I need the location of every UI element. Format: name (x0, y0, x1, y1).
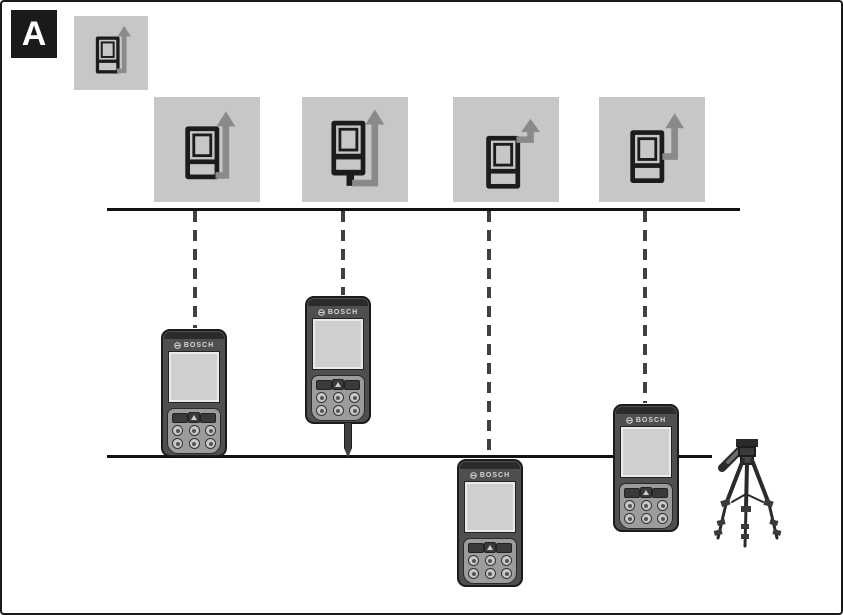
figure-label-box: A (11, 10, 57, 58)
keypad-button (657, 500, 668, 511)
measurement-beam-rear-edge (193, 211, 197, 328)
device-logo: BOSCH (615, 414, 677, 427)
reference-box-rear-edge (154, 97, 260, 202)
measurement-beam-front-edge (487, 211, 491, 454)
device-keypad (463, 538, 517, 584)
brand-label: BOSCH (327, 309, 359, 316)
triangle-up-icon (487, 545, 493, 550)
reference-box-tripod-thread (599, 97, 705, 202)
function-button (344, 379, 360, 390)
keypad-button (188, 425, 200, 436)
measuring-pin (344, 422, 352, 458)
function-button (496, 542, 512, 553)
device-rear-edge-reference-icon (95, 25, 131, 74)
triangle-up-icon (191, 415, 197, 420)
device-logo: BOSCH (307, 306, 369, 319)
keypad-button (349, 405, 360, 416)
function-button (652, 487, 668, 498)
triangle-up-icon (335, 382, 341, 387)
function-button (624, 487, 640, 498)
keypad-button (657, 513, 668, 524)
keypad-button (468, 568, 479, 579)
device-display (621, 427, 671, 477)
measure-button (483, 542, 497, 553)
device-display (169, 352, 219, 402)
measure-button (331, 379, 345, 390)
function-button (200, 412, 216, 423)
device-rear-edge-reference-icon (185, 110, 236, 179)
keypad-button (468, 555, 479, 566)
device-logo: BOSCH (459, 469, 521, 482)
reference-box-front-edge (453, 97, 559, 202)
bosch-anchor-icon (174, 342, 181, 349)
bosch-anchor-icon (626, 417, 633, 424)
laser-measure-tripod-thread: BOSCH (613, 404, 679, 532)
device-display (313, 319, 363, 369)
device-top-band (308, 299, 368, 306)
tripod-icon (713, 439, 782, 548)
keypad-button (316, 405, 327, 416)
keypad-button (316, 392, 327, 403)
keypad-button (172, 425, 183, 436)
keypad-button (640, 500, 652, 511)
measuring-reference-line (107, 455, 712, 458)
legend-box-rear-edge (74, 16, 148, 90)
device-display (465, 482, 515, 532)
keypad-button (349, 392, 360, 403)
keypad-button (501, 555, 512, 566)
laser-measure-front-edge: BOSCH (457, 459, 523, 587)
device-keypad (311, 375, 365, 421)
keypad-button (624, 500, 635, 511)
device-thread-reference-icon (630, 112, 685, 183)
target-reference-line (107, 208, 740, 211)
keypad-button (205, 425, 216, 436)
function-button (316, 379, 332, 390)
measurement-beam-measuring-pin (341, 211, 345, 295)
measure-button (639, 487, 653, 498)
triangle-up-icon (643, 490, 649, 495)
keypad-button (332, 405, 344, 416)
device-keypad (167, 408, 221, 454)
keypad-button (172, 438, 183, 449)
device-logo: BOSCH (163, 339, 225, 352)
bosch-anchor-icon (318, 309, 325, 316)
bosch-anchor-icon (470, 472, 477, 479)
keypad-button (205, 438, 216, 449)
device-top-band (616, 407, 676, 414)
keypad-button (501, 568, 512, 579)
keypad-button (332, 392, 344, 403)
keypad-button (640, 513, 652, 524)
figure-label: A (21, 15, 47, 53)
brand-label: BOSCH (479, 472, 511, 479)
device-measuring-pin-reference-icon (331, 108, 385, 186)
laser-measure-rear-edge: BOSCH (161, 329, 227, 457)
measure-button (187, 412, 201, 423)
tripod (708, 436, 794, 563)
device-keypad (619, 483, 673, 529)
measurement-beam-tripod-thread (643, 211, 647, 403)
brand-label: BOSCH (635, 417, 667, 424)
device-top-band (460, 462, 520, 469)
device-front-edge-reference-icon (486, 118, 540, 189)
keypad-button (188, 438, 200, 449)
reference-box-measuring-pin (302, 97, 408, 202)
keypad-button (484, 555, 496, 566)
laser-measure-measuring-pin: BOSCH (305, 296, 371, 458)
function-button (172, 412, 188, 423)
brand-label: BOSCH (183, 342, 215, 349)
keypad-button (484, 568, 496, 579)
keypad-button (624, 513, 635, 524)
function-button (468, 542, 484, 553)
device-top-band (164, 332, 224, 339)
